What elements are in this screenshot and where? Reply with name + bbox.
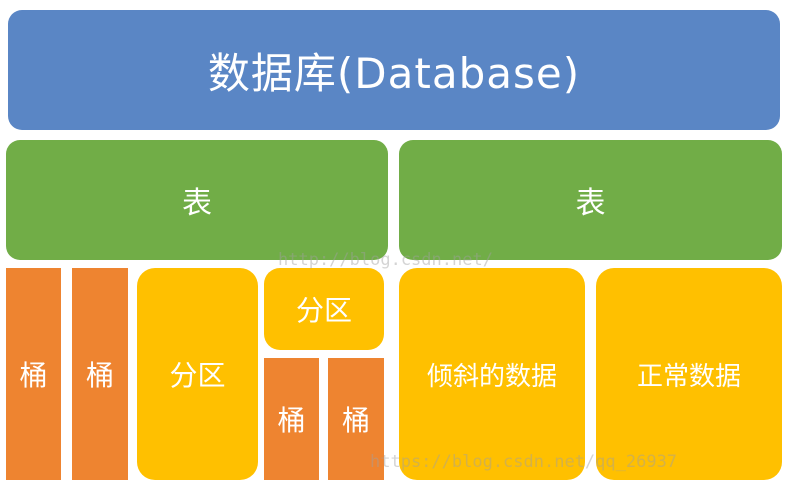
database-box: 数据库(Database)	[8, 10, 780, 130]
normal-data-label: 正常数据	[636, 361, 741, 392]
table-box-left: 表	[6, 140, 388, 260]
bucket-label: 桶	[19, 359, 48, 392]
bucket-box: 桶	[6, 268, 61, 480]
bucket-box: 桶	[72, 268, 128, 480]
table-label: 表	[575, 186, 606, 221]
sub-bucket-box: 桶	[264, 358, 319, 480]
partition-label: 分区	[169, 359, 226, 392]
table-box-right: 表	[399, 140, 782, 260]
partition-label: 分区	[295, 294, 352, 327]
bucket-label: 桶	[277, 404, 306, 437]
sub-bucket-box: 桶	[328, 358, 384, 480]
database-label: 数据库(Database)	[207, 48, 581, 98]
bucket-label: 桶	[85, 359, 114, 392]
table-label: 表	[182, 186, 212, 221]
skewed-data-box: 倾斜的数据	[399, 268, 585, 480]
bucket-label: 桶	[341, 404, 370, 437]
skewed-data-label: 倾斜的数据	[426, 361, 557, 392]
normal-data-box: 正常数据	[596, 268, 782, 480]
partition-box: 分区	[137, 268, 258, 480]
partition-box-small: 分区	[264, 268, 384, 350]
